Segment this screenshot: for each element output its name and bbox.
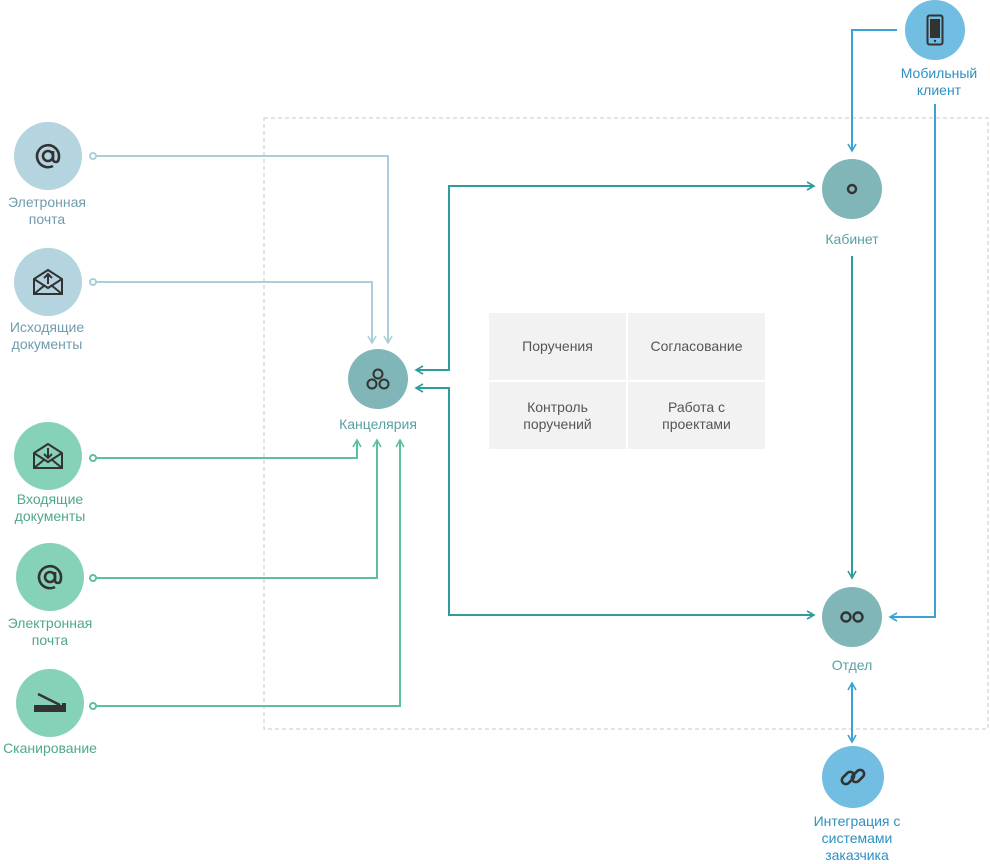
integration-node[interactable] — [822, 746, 884, 808]
connector-dot — [89, 152, 97, 160]
feature-cell-approval[interactable]: Согласование — [628, 313, 765, 380]
mobile-label: Мобильный клиент — [900, 65, 978, 98]
three-circles-icon — [366, 368, 390, 390]
link-email-in-to-chancellery — [96, 438, 382, 579]
link-outgoing-to-chancellery — [96, 281, 377, 345]
scanning-node[interactable] — [16, 669, 84, 737]
scanner-icon — [34, 692, 66, 712]
chancellery-node[interactable] — [348, 349, 408, 409]
feature-cell-assignment-control[interactable]: Контроль поручений — [489, 382, 626, 449]
dot-circle-icon — [846, 183, 858, 195]
scanning-label: Сканирование — [3, 740, 97, 756]
integration-label: Интеграция с системами заказчика — [813, 813, 901, 863]
link-mobile-to-department — [888, 104, 936, 622]
envelope-up-icon — [33, 268, 63, 295]
incoming-docs-label: Входящие документы — [14, 491, 86, 524]
cabinet-label: Кабинет — [825, 231, 879, 247]
chancellery-label: Канцелярия — [339, 416, 417, 432]
outgoing-docs-label: Исходящие документы — [9, 319, 85, 352]
connector-dot — [89, 278, 97, 286]
incoming-docs-node[interactable] — [14, 422, 82, 490]
link-email-out-to-chancellery — [96, 155, 393, 345]
system-boundary — [263, 117, 989, 730]
link-incoming-to-chancellery — [96, 438, 362, 459]
at-icon — [37, 564, 63, 590]
email-out-label: Элетронная почта — [8, 194, 86, 227]
mobile-node[interactable] — [905, 0, 965, 60]
envelope-down-icon — [33, 442, 63, 469]
connector-dot — [89, 702, 97, 710]
feature-cell-projects[interactable]: Работа с проектами — [628, 382, 765, 449]
at-icon — [35, 143, 61, 169]
two-circles-icon — [840, 611, 864, 623]
feature-grid: Поручения Согласование Контроль поручени… — [489, 313, 765, 449]
phone-icon — [926, 14, 944, 46]
link-mobile-to-cabinet — [847, 29, 897, 153]
feature-cell-assignments[interactable]: Поручения — [489, 313, 626, 380]
connector-dot — [89, 574, 97, 582]
department-node[interactable] — [822, 587, 882, 647]
link-icon — [840, 768, 866, 786]
connector-dot — [89, 454, 97, 462]
outgoing-docs-node[interactable] — [14, 248, 82, 316]
email-in-node[interactable] — [16, 543, 84, 611]
email-out-node[interactable] — [14, 122, 82, 190]
link-scanning-to-chancellery — [96, 438, 405, 707]
cabinet-node[interactable] — [822, 159, 882, 219]
email-in-label: Электронная почта — [7, 615, 93, 648]
department-label: Отдел — [831, 657, 873, 673]
